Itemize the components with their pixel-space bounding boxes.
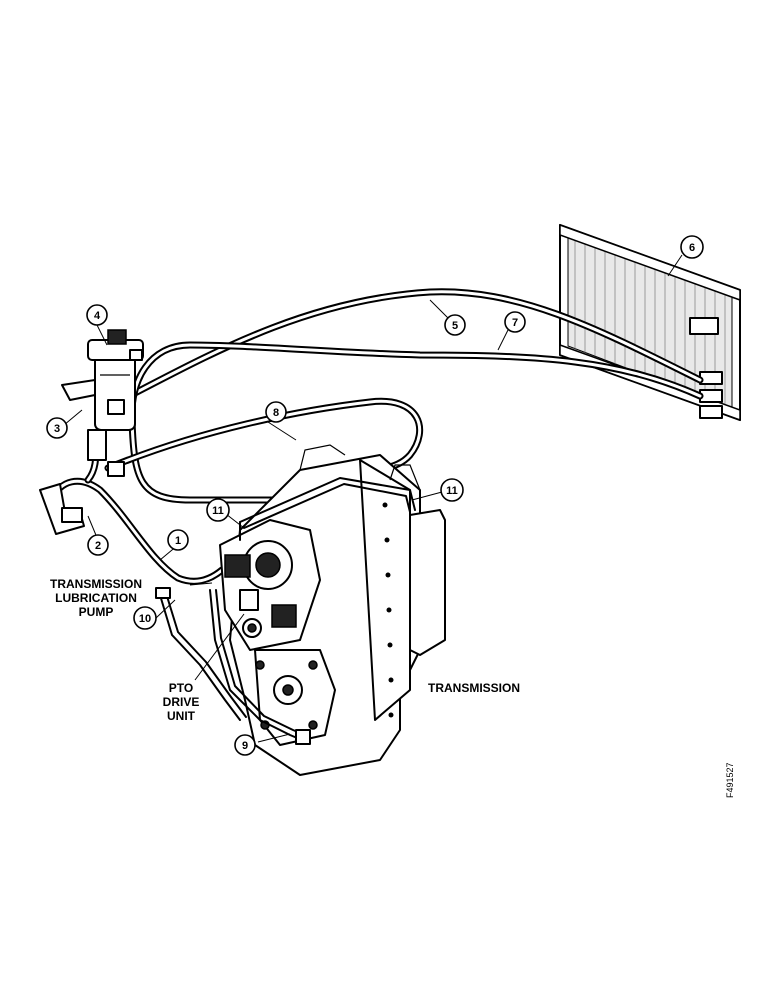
callout-3: 3 (46, 417, 68, 439)
pump-and-pto-unit (219, 519, 321, 651)
oil-filter-assembly (61, 329, 144, 477)
svg-text:2: 2 (95, 540, 101, 552)
callout-11-left: 11 (206, 498, 230, 522)
svg-text:PUMP: PUMP (79, 605, 114, 619)
elbow-fitting (39, 483, 85, 535)
callout-6: 6 (680, 235, 704, 259)
svg-text:11: 11 (446, 485, 458, 497)
callout-7: 7 (504, 311, 526, 333)
callout-10: 10 (133, 606, 157, 630)
callout-9: 9 (234, 734, 256, 756)
figure-code: F491527 (725, 762, 735, 798)
callout-1: 1 (167, 529, 189, 551)
svg-text:1: 1 (175, 535, 181, 547)
svg-text:11: 11 (212, 505, 224, 517)
svg-text:4: 4 (94, 310, 101, 322)
svg-text:8: 8 (273, 407, 279, 419)
callout-4: 4 (86, 304, 108, 326)
callout-2: 2 (87, 534, 109, 556)
svg-text:DRIVE: DRIVE (163, 695, 200, 709)
svg-text:PTO: PTO (169, 681, 193, 695)
leader-lines (63, 254, 683, 743)
callout-8: 8 (265, 401, 287, 423)
svg-text:3: 3 (54, 423, 60, 435)
svg-text:6: 6 (689, 242, 695, 254)
callout-5: 5 (444, 314, 466, 336)
callout-11-right: 11 (440, 478, 464, 502)
label-pto-drive-unit: PTO DRIVE UNIT (163, 681, 200, 723)
svg-text:UNIT: UNIT (167, 709, 196, 723)
label-transmission-lubrication-pump: TRANSMISSION LUBRICATION PUMP (50, 577, 142, 619)
svg-text:5: 5 (452, 320, 458, 332)
svg-text:10: 10 (139, 613, 151, 625)
svg-text:LUBRICATION: LUBRICATION (55, 591, 137, 605)
svg-text:9: 9 (242, 740, 248, 752)
label-transmission: TRANSMISSION (428, 681, 520, 695)
svg-text:TRANSMISSION: TRANSMISSION (50, 577, 142, 591)
svg-text:7: 7 (512, 317, 518, 329)
